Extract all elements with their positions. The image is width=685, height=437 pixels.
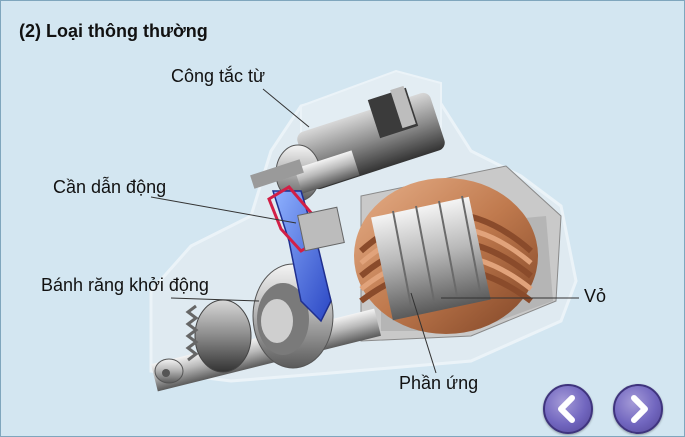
magnetic-switch [250,85,445,202]
label-armature: Phần ứng [399,373,479,393]
armature-coils [354,178,538,334]
slide-title: (2) Loại thông thường [19,21,208,41]
next-button[interactable] [613,384,663,434]
label-yoke: Vỏ [584,286,607,306]
label-pinion-gear: Bánh răng khởi động [41,275,209,295]
label-magnetic-switch: Công tắc từ [171,66,266,86]
previous-button[interactable] [543,384,593,434]
chevron-right-icon [631,395,648,423]
leader-lines [150,88,579,374]
label-drive-lever: Cần dẫn động [53,177,167,197]
drive-lever [267,185,345,323]
chevron-left-icon [558,395,575,423]
pinion-gear [154,299,252,384]
